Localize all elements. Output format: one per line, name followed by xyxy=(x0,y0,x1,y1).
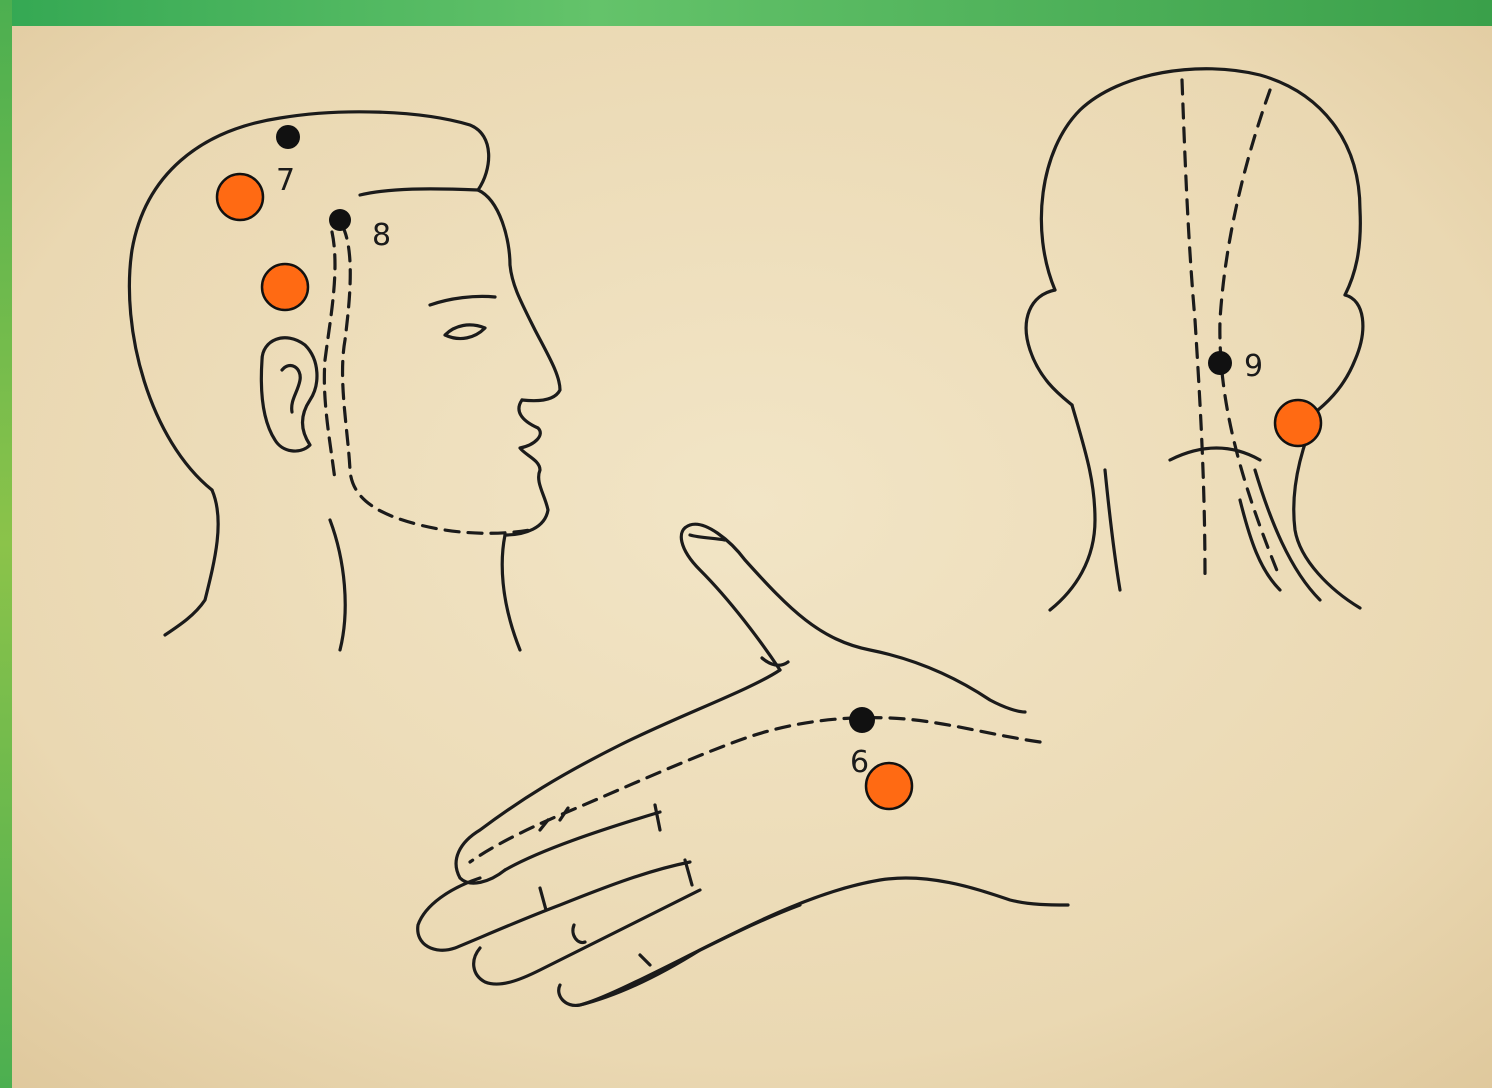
left-border xyxy=(0,0,12,1088)
point-label-8: 8 xyxy=(372,218,391,253)
point-7-dot xyxy=(276,125,300,149)
point-9-dot xyxy=(1208,351,1232,375)
point-6-dot xyxy=(849,707,875,733)
orange-marker[interactable] xyxy=(866,763,912,809)
point-label-9: 9 xyxy=(1244,349,1263,384)
orange-marker[interactable] xyxy=(262,264,308,310)
point-label-6: 6 xyxy=(850,745,869,780)
point-8-dot xyxy=(329,209,351,231)
orange-marker[interactable] xyxy=(217,174,263,220)
orange-marker[interactable] xyxy=(1275,400,1321,446)
point-label-7: 7 xyxy=(276,163,295,198)
